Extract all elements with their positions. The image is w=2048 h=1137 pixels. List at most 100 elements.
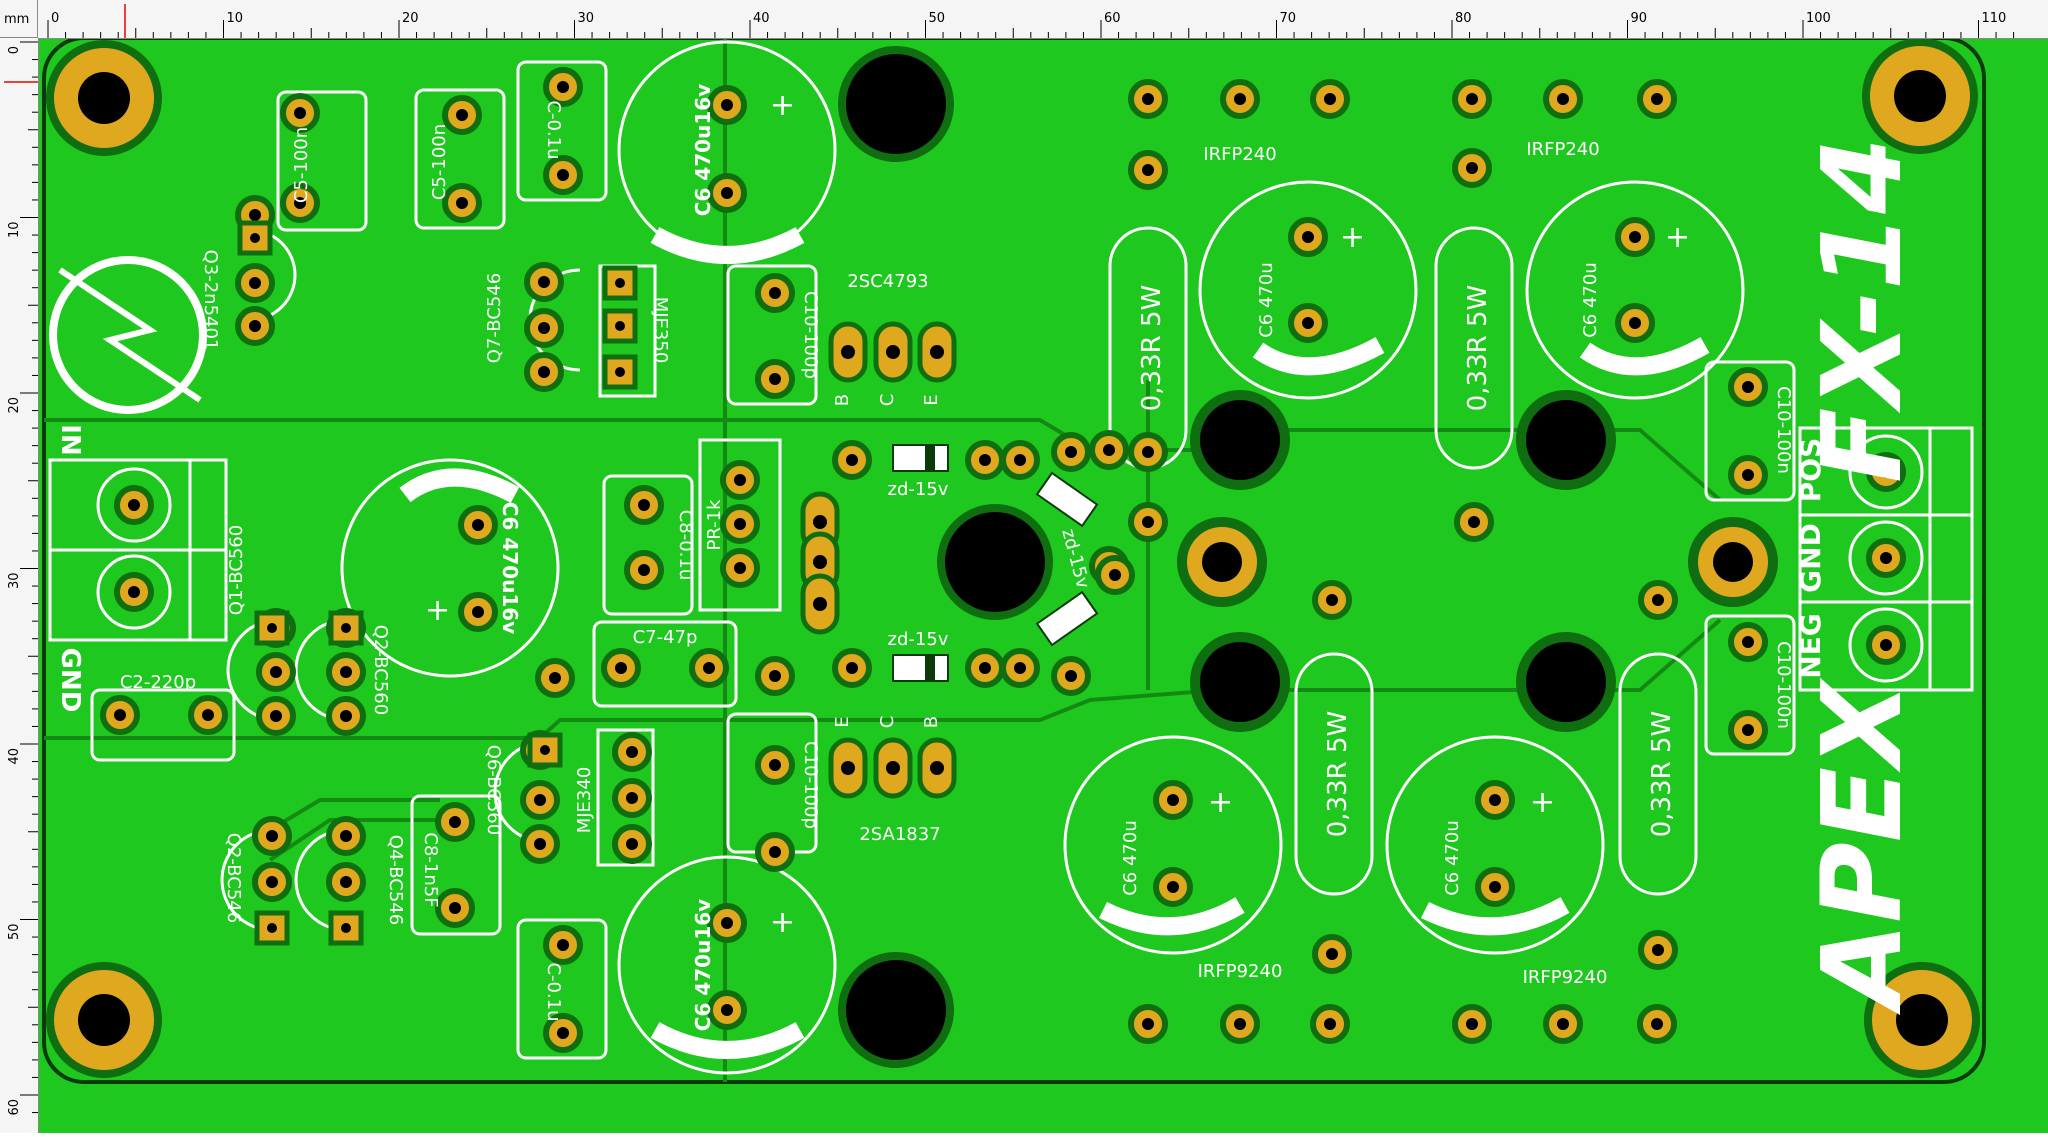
pad-drill xyxy=(538,276,550,288)
mounting-hole-top-left xyxy=(46,40,162,156)
label-2sa1837: 2SA1837 xyxy=(859,824,940,845)
square-pad xyxy=(254,610,290,646)
label-c8: C8-0.1u xyxy=(675,510,696,581)
pad-drill xyxy=(734,518,746,530)
pad-drill xyxy=(734,474,746,486)
label-pr1k: PR-1k xyxy=(704,499,725,551)
mosfet-hole-4 xyxy=(1516,632,1616,732)
label-r4: 0,33R 5W xyxy=(1647,711,1677,837)
ruler-left-label: 60 xyxy=(7,1099,22,1116)
pad-drill xyxy=(1742,724,1754,736)
pad-drill xyxy=(557,169,569,181)
output-pad-2 xyxy=(1688,517,1778,607)
pad-drill xyxy=(703,662,715,674)
pad-drill xyxy=(1142,164,1154,176)
pad-drill xyxy=(128,499,140,511)
pad-drill xyxy=(1103,444,1115,456)
pad-drill xyxy=(769,670,781,682)
pad-drill xyxy=(626,746,638,758)
pad-drill xyxy=(267,623,277,633)
ruler-left-label: 0 xyxy=(7,46,22,54)
square-pad xyxy=(602,308,638,344)
pad-drill xyxy=(769,287,781,299)
label-q3: Q3-2n5401 xyxy=(200,250,221,351)
pad-drill xyxy=(1142,1018,1154,1030)
pad-drill xyxy=(638,564,650,576)
pad-drill xyxy=(1109,569,1121,581)
pad-drill xyxy=(340,830,352,842)
pad-drill xyxy=(1234,93,1246,105)
pad-drill xyxy=(1652,594,1664,606)
pad-drill xyxy=(1014,662,1026,674)
label-q6: Q6-BC560 xyxy=(483,745,504,835)
pad-drill xyxy=(769,373,781,385)
ruler-unit-corner: mm xyxy=(0,0,38,38)
pin-label-e1: E xyxy=(921,394,942,405)
pad-drill xyxy=(534,794,546,806)
pad-drill xyxy=(270,666,282,678)
ruler-top-label: 100 xyxy=(1806,11,1831,26)
label-zd1: zd-15v xyxy=(888,479,949,500)
pad-drill xyxy=(549,672,561,684)
label-c10-top: C10-100p xyxy=(800,291,821,379)
label-c0bot: C-0.1u xyxy=(543,962,564,1021)
ruler-top-label: 30 xyxy=(578,11,595,26)
pad-drill xyxy=(979,454,991,466)
component-pads xyxy=(96,67,1924,1053)
zener-diodes xyxy=(892,444,1099,682)
pad-drill xyxy=(1557,1018,1569,1030)
pcb-board-svg[interactable]: C5-100n C5-100n C-0.1u C6 470u16v C6 470… xyxy=(39,36,2048,1133)
label-c10-r2: C10-100n xyxy=(1773,641,1794,729)
pad-drill xyxy=(1142,93,1154,105)
label-q2a: Q2-BC560 xyxy=(370,625,391,715)
label-zd2: zd-15v xyxy=(888,629,949,650)
label-irfp240a: IRFP240 xyxy=(1203,144,1276,165)
square-pad xyxy=(328,610,364,646)
label-q7: Q7-BC546 xyxy=(484,273,505,363)
pad-drill xyxy=(557,81,569,93)
ruler-top-label: 80 xyxy=(1455,11,1472,26)
ruler-top-label: 110 xyxy=(1982,11,2007,26)
terminal-ring xyxy=(1848,434,1924,510)
pad-drill xyxy=(930,761,944,775)
pad-drill xyxy=(1324,1018,1336,1030)
mounting-holes xyxy=(46,38,1980,1078)
pad-drill xyxy=(979,662,991,674)
label-gnd2: GND xyxy=(1794,523,1827,593)
terminal-ring xyxy=(1848,520,1924,596)
pad-drill xyxy=(1466,162,1478,174)
pad-drill xyxy=(615,662,627,674)
pad-drill xyxy=(1652,944,1664,956)
pin-label-b1: B xyxy=(832,394,853,406)
pad-drill xyxy=(1142,516,1154,528)
plus-mark-1: + xyxy=(770,88,795,123)
pad-drill xyxy=(813,597,827,611)
pad-drill xyxy=(456,197,468,209)
silkscreen-text: C5-100n C5-100n C-0.1u C6 470u16v C6 470… xyxy=(55,84,1926,1031)
pad-drill xyxy=(721,99,733,111)
pad-drill xyxy=(721,917,733,929)
pad-drill xyxy=(449,816,461,828)
pcb-canvas[interactable]: C5-100n C5-100n C-0.1u C6 470u16v C6 470… xyxy=(39,36,2048,1133)
label-c470a: C6 470u xyxy=(1256,262,1277,338)
terminal-ring xyxy=(1848,607,1924,683)
plus-mark-6: + xyxy=(1208,785,1233,820)
ruler-top-label: 20 xyxy=(402,11,419,26)
square-pad xyxy=(527,732,563,768)
pad-drill xyxy=(841,761,855,775)
pad-drill xyxy=(266,830,278,842)
mounting-hole-bottom-right xyxy=(1864,962,1980,1078)
ruler-top-label: 90 xyxy=(1631,11,1648,26)
pad-drill xyxy=(1651,1018,1663,1030)
pad-drill xyxy=(557,939,569,951)
mosfet-hole-2 xyxy=(1516,390,1616,490)
pad-drill xyxy=(557,1027,569,1039)
pad-drill xyxy=(538,366,550,378)
ruler-top-label: 70 xyxy=(1280,11,1297,26)
pad-drill xyxy=(1742,636,1754,648)
label-c470b: C6 470u xyxy=(1580,262,1601,338)
label-neg: NEG xyxy=(1794,613,1827,679)
label-c5a: C5-100n xyxy=(291,127,312,203)
